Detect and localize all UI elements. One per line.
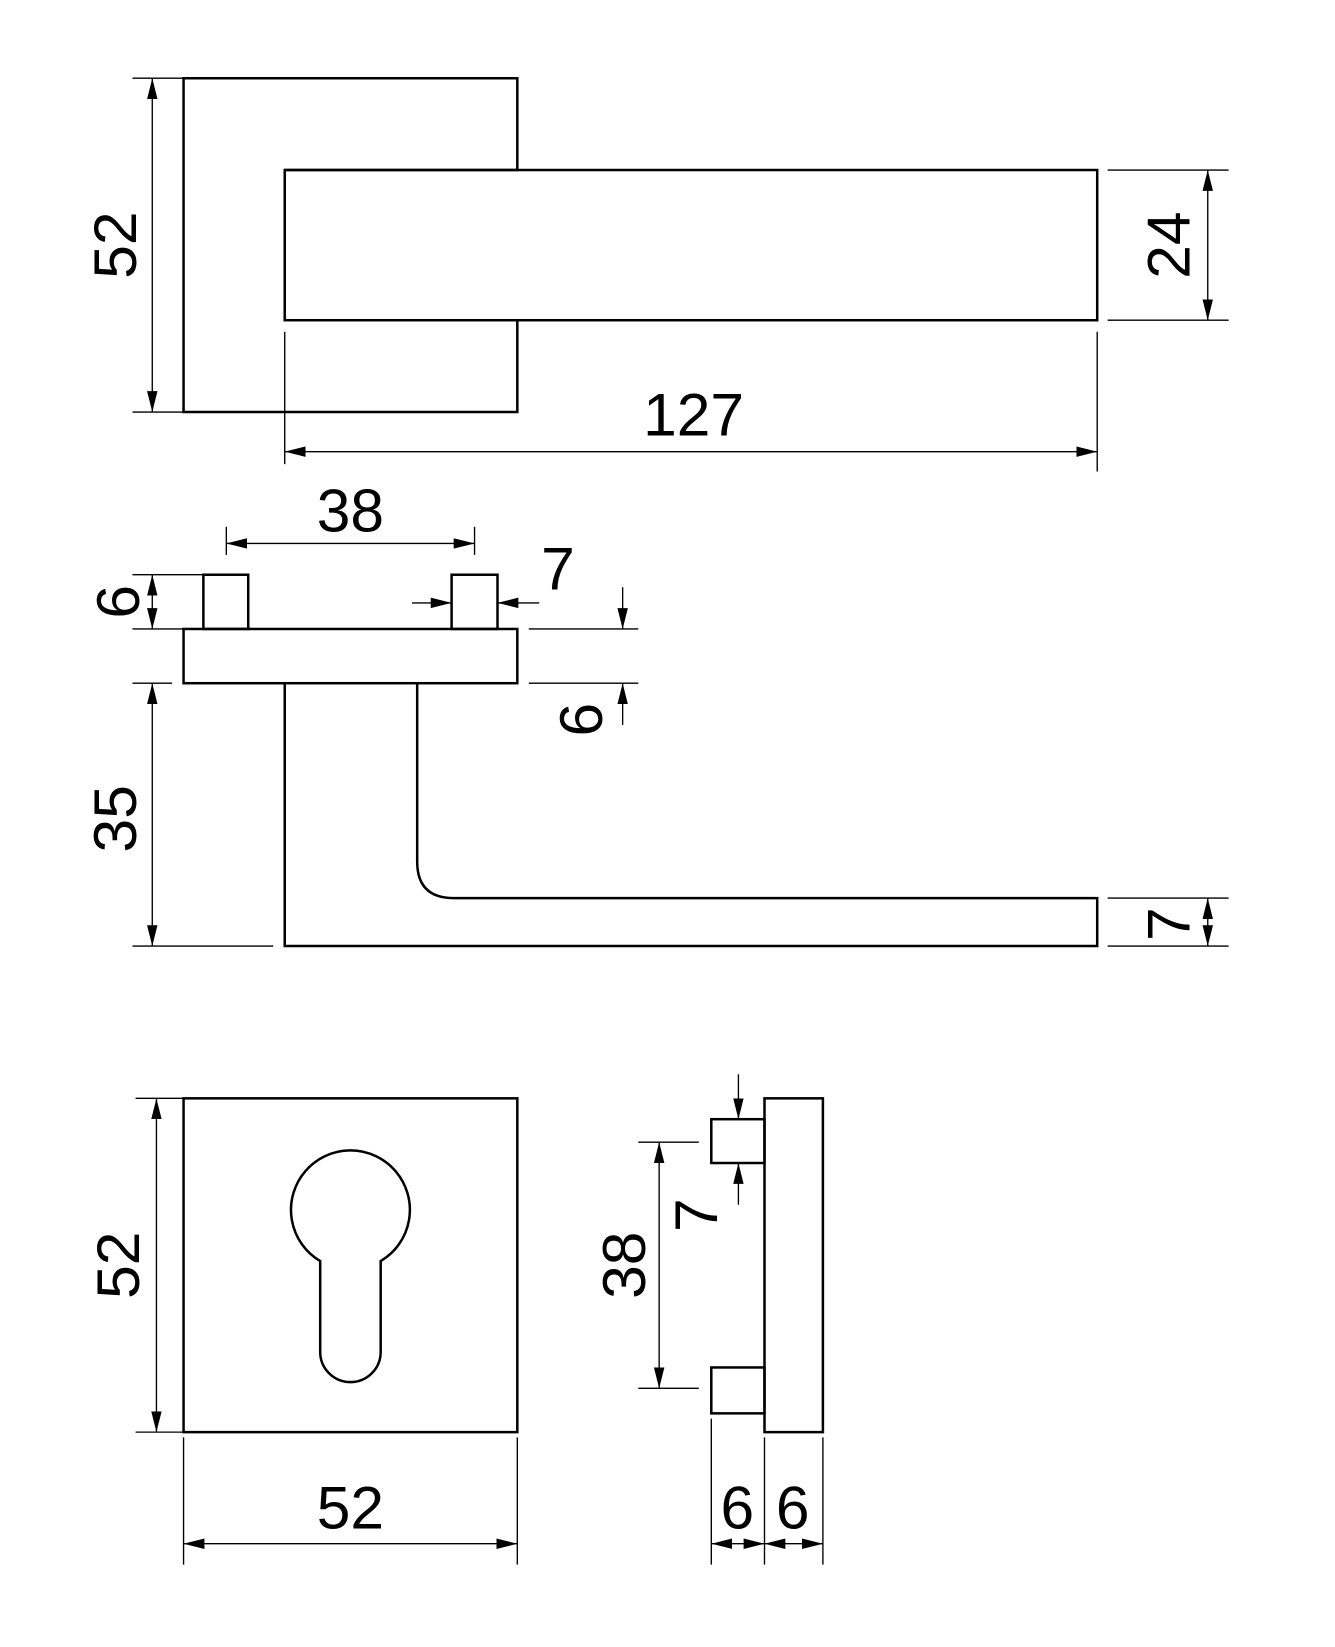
escutcheon-plate bbox=[182, 1097, 519, 1434]
side-view: 38 7 6 6 35 7 bbox=[81, 476, 1229, 948]
escutcheon-side-plate bbox=[763, 1097, 825, 1434]
pin-right bbox=[450, 573, 499, 631]
dim-rose-thickness: 6 bbox=[547, 703, 615, 737]
dim-escutcheon-width: 52 bbox=[317, 1473, 384, 1541]
rose-outline bbox=[182, 76, 519, 414]
escutcheon-front-view: 52 52 bbox=[84, 1097, 519, 1565]
dim-escutcheon-pin-spacing: 38 bbox=[590, 1232, 658, 1299]
escutcheon-pin-bottom bbox=[710, 1366, 766, 1415]
dim-escutcheon-height: 52 bbox=[84, 1232, 152, 1299]
keyhole-profile-cylinder bbox=[289, 1149, 412, 1384]
escutcheon-side-view: 38 7 6 6 bbox=[590, 1074, 825, 1565]
dim-pin-spacing: 38 bbox=[317, 476, 384, 544]
dim-pin-width: 7 bbox=[541, 535, 575, 603]
lever-profile bbox=[283, 683, 1099, 948]
dim-escutcheon-pin-depth: 6 bbox=[721, 1473, 755, 1541]
pin-left bbox=[202, 573, 250, 631]
dim-lever-height: 24 bbox=[1134, 211, 1202, 278]
escutcheon-pin-top bbox=[710, 1117, 766, 1165]
lever-outline bbox=[283, 168, 1099, 322]
top-view: 52 24 127 bbox=[81, 76, 1229, 472]
dim-rose-height: 52 bbox=[81, 211, 149, 278]
dim-lever-length: 127 bbox=[643, 380, 744, 448]
dim-escutcheon-plate-thickness: 6 bbox=[776, 1473, 810, 1541]
dim-pin-height: 6 bbox=[84, 585, 152, 619]
dim-projection: 35 bbox=[81, 785, 149, 852]
rose-plate bbox=[182, 627, 519, 685]
dim-escutcheon-pin-width: 7 bbox=[662, 1198, 730, 1232]
dim-lever-thickness: 7 bbox=[1134, 907, 1202, 941]
